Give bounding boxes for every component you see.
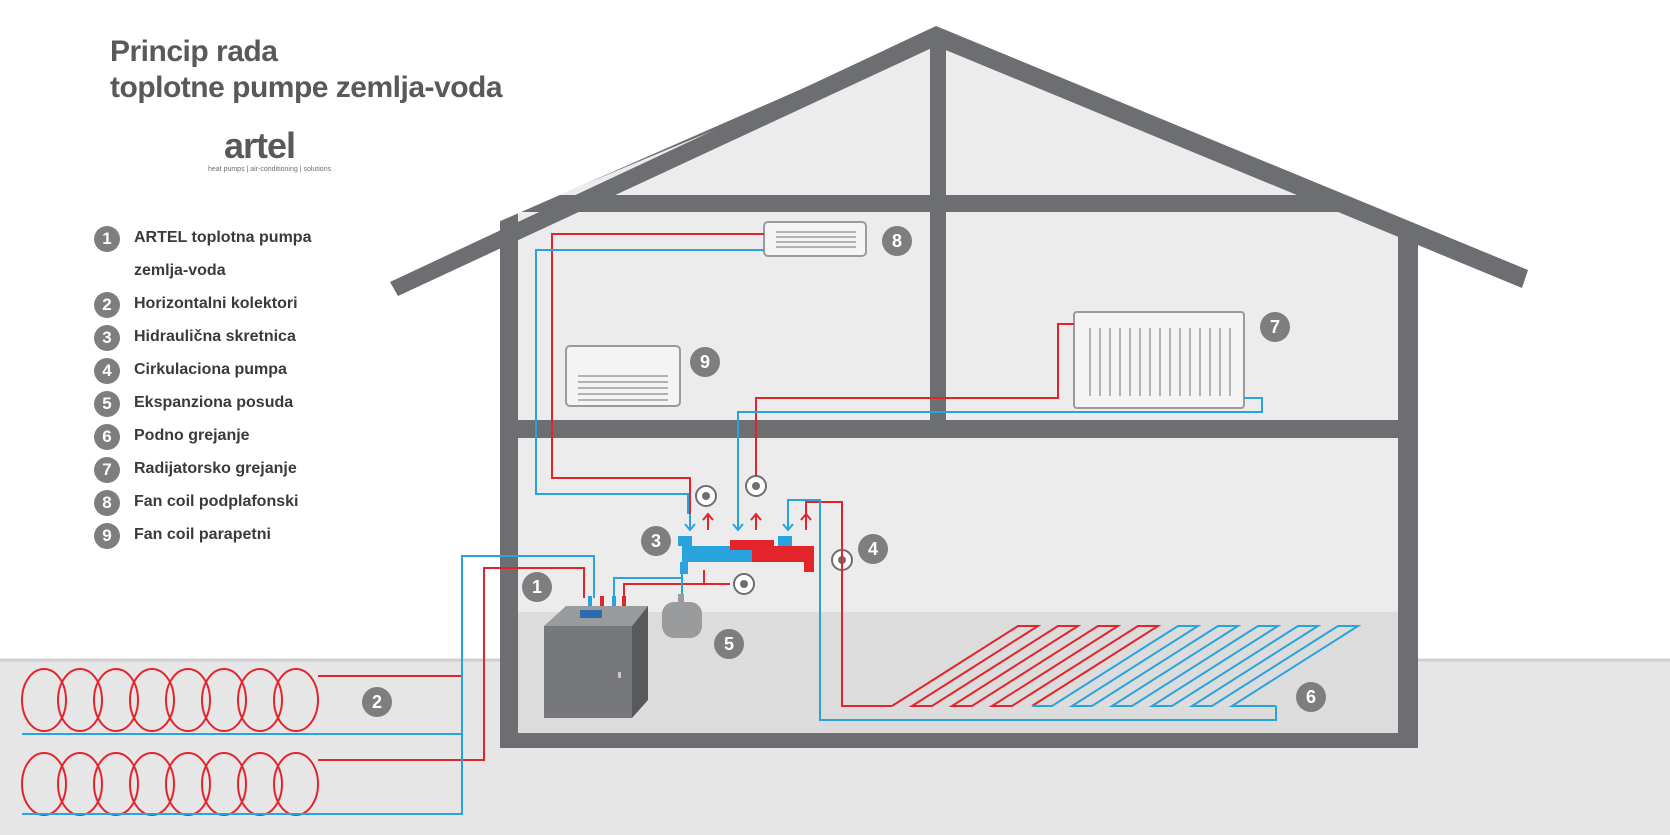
marker-separator: 3 (641, 526, 671, 556)
legend-number: 8 (94, 490, 120, 516)
floor-heating-loop (891, 625, 1362, 707)
legend-number: 6 (94, 424, 120, 450)
gable-mask-left (480, 0, 936, 230)
legend-number: 2 (94, 292, 120, 318)
circulation-pump-fancoil (695, 485, 717, 507)
hp-supply-pipe (623, 570, 705, 598)
marker-fan-coil-ceiling: 8 (882, 226, 912, 256)
legend-number: 9 (94, 523, 120, 549)
legend-label: Radijatorsko grejanje (134, 460, 297, 477)
circulation-pump-radiator (745, 475, 767, 497)
radiator-supply-pipe (755, 323, 1074, 476)
legend-label: Fan coil podplafonski (134, 493, 299, 510)
legend-label: Podno grejanje (134, 427, 250, 444)
fancoil-return-pipe (535, 249, 764, 514)
legend-label: Hidraulična skretnica (134, 328, 296, 345)
fan-coil-parapet (565, 345, 681, 407)
logo-wordmark: artel (224, 125, 296, 166)
circulation-pump-primary (733, 573, 755, 595)
marker-heat-pump: 1 (522, 572, 552, 602)
marker-floor-heating: 6 (1296, 682, 1326, 712)
legend-label: ARTEL toplotna pumpa zemlja-voda (134, 229, 312, 279)
marker-radiator: 7 (1260, 312, 1290, 342)
ceiling-beam (518, 195, 1398, 212)
title-line-2: toplotne pumpe zemlja-voda (110, 71, 503, 104)
gable-mask-right (936, 0, 1440, 240)
logo-tagline: heat pumps | air-conditioning | solution… (208, 166, 332, 173)
marker-collectors: 2 (362, 687, 392, 717)
floor-return-pipe (787, 499, 1277, 721)
artel-logo: artel heat pumps | air-conditioning | so… (208, 126, 338, 178)
radiator-return-pipe (737, 397, 1263, 514)
marker-expansion-vessel: 5 (714, 629, 744, 659)
legend-number: 4 (94, 358, 120, 384)
expansion-vessel (662, 594, 702, 638)
fancoil-supply-pipe (551, 233, 764, 514)
ground-collector-upper (21, 668, 462, 732)
legend-label: Ekspanziona posuda (134, 394, 294, 411)
marker-circulation-pump: 4 (858, 534, 888, 564)
legend-number: 3 (94, 325, 120, 351)
fan-coil-ceiling (763, 221, 867, 257)
legend-label: Horizontalni kolektori (134, 295, 298, 312)
legend-label: Fan coil parapetni (134, 526, 271, 543)
marker-fan-coil-parapet: 9 (690, 347, 720, 377)
hydraulic-separator (678, 536, 814, 574)
title-line-1: Princip rada (110, 35, 278, 68)
legend-number: 5 (94, 391, 120, 417)
legend-number: 7 (94, 457, 120, 483)
legend-number: 1 (94, 226, 120, 252)
floor-supply-pipe (805, 501, 892, 707)
foundation (500, 733, 1418, 748)
heat-pump-unit (544, 596, 648, 718)
legend-label: Cirkulaciona pumpa (134, 361, 287, 378)
radiator (1073, 311, 1245, 409)
page-title: Princip rada toplotne pumpe zemlja-voda (110, 34, 503, 106)
collector-lower-return (22, 555, 595, 815)
